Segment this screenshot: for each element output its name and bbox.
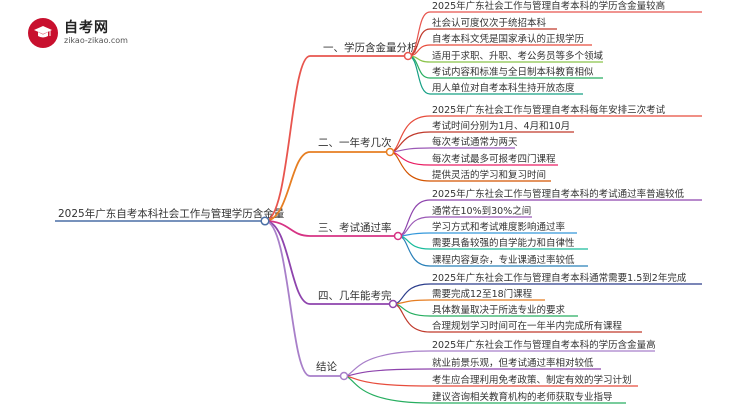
leaf-connector <box>392 303 431 333</box>
leaf-text: 社会认可度仅次于统招本科 <box>432 17 547 29</box>
leaf-text: 2025年广东社会工作与管理自考本科每年安排三次考试 <box>432 104 666 116</box>
logo-subtitle: zikao-zikao.com <box>64 36 128 45</box>
leaf-text: 合理规划学习时间可在一年半内完成所有课程 <box>432 320 623 332</box>
branch-connector <box>264 220 344 377</box>
leaf-text: 就业前景乐观，但考试通过率相对较低 <box>432 357 594 369</box>
graduation-cap-icon <box>28 18 58 48</box>
leaf-text: 用人单位对自考本科生持开放态度 <box>432 82 575 94</box>
leaf-text: 考试内容和标准与全日制本科教育相似 <box>432 66 594 78</box>
leaf-text: 考试时间分别为1月、4月和10月 <box>432 120 570 132</box>
leaf-text: 每次考试最多可报考四门课程 <box>432 153 556 165</box>
branch-node <box>388 299 398 309</box>
branch-connector <box>264 220 393 305</box>
leaf-connector <box>397 199 431 237</box>
leaf-connector <box>343 350 431 377</box>
branch-label-4: 四、几年能考完 <box>318 289 392 302</box>
branch-label-2: 二、一年考几次 <box>318 136 392 149</box>
leaf-text: 自考本科文凭是国家承认的正规学历 <box>432 33 584 45</box>
leaf-text: 通常在10%到30%之间 <box>432 205 531 217</box>
branch-connector <box>264 220 398 237</box>
root-label: 2025年广东自考本科社会工作与管理学历含金量 <box>58 207 285 220</box>
leaf-text: 需要具备较强的自学能力和自律性 <box>432 237 575 249</box>
leaf-connector <box>343 368 431 377</box>
leaf-text: 2025年广东社会工作与管理自考本科的考试通过率普遍较低 <box>432 188 685 200</box>
branch-node <box>393 231 403 241</box>
logo-title: 自考网 <box>64 20 109 36</box>
branch-label-3: 三、考试通过率 <box>318 221 392 234</box>
branch-node <box>403 51 413 61</box>
leaf-text: 每次考试通常为两天 <box>432 136 518 148</box>
branch-node <box>385 147 395 157</box>
leaf-text: 建议咨询相关教育机构的老师获取专业指导 <box>432 391 613 403</box>
leaf-text: 学习方式和考试难度影响通过率 <box>432 221 566 233</box>
leaf-text: 提供灵活的学习和复习时间 <box>432 169 546 181</box>
leaf-connector <box>389 115 431 153</box>
leaf-text: 2025年广东社会工作与管理自考本科的学历含金量较高 <box>432 0 665 12</box>
leaf-text: 课程内容复杂，专业课通过率较低 <box>432 254 575 266</box>
leaf-text: 适用于求职、升职、考公务员等多个领域 <box>432 50 604 62</box>
leaf-text: 具体数量取决于所选专业的要求 <box>432 304 566 316</box>
site-logo[interactable]: 自考网 zikao-zikao.com <box>28 18 158 48</box>
leaf-text: 2025年广东社会工作与管理自考本科通常需要1.5到2年完成 <box>432 272 687 284</box>
branch-label-5: 结论 <box>316 360 337 373</box>
branch-label-1: 一、学历含金量分析 <box>323 41 418 54</box>
branch-connector <box>264 151 390 222</box>
leaf-connector <box>392 303 431 317</box>
branch-node <box>339 371 349 381</box>
leaf-text: 考生应合理利用免考政策、制定有效的学习计划 <box>432 374 632 386</box>
leaf-connector <box>389 151 431 166</box>
leaf-connector <box>389 151 431 182</box>
root-node <box>260 216 270 226</box>
branch-connector <box>264 55 408 222</box>
leaf-text: 2025年广东社会工作与管理自考本科的学历含金量高 <box>432 339 656 351</box>
leaf-text: 需要完成12至18门课程 <box>432 288 533 300</box>
leaf-connector <box>397 235 431 267</box>
